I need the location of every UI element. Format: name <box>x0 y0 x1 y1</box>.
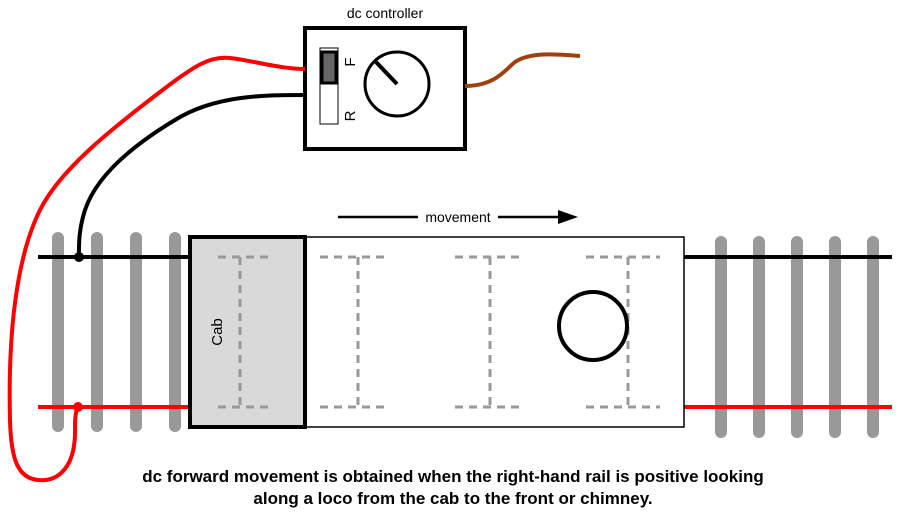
negative-wire <box>76 93 306 258</box>
right-rail-junction <box>73 402 83 412</box>
cab-box <box>188 235 307 429</box>
sleeper <box>91 232 103 432</box>
loco-body <box>304 236 685 428</box>
sleeper <box>791 236 803 438</box>
sleeper <box>829 236 841 438</box>
positive-wire <box>7 55 306 483</box>
sleepers-left <box>52 232 181 432</box>
reverse-label: R <box>342 110 359 121</box>
movement-arrow <box>338 210 578 224</box>
speed-dial-pointer <box>374 60 399 86</box>
sleepers-right <box>715 236 879 438</box>
arrowhead-icon <box>558 210 578 224</box>
controller-title: dc controller <box>347 5 424 21</box>
direction-switch-knob <box>320 50 338 85</box>
cab-label: Cab <box>209 318 226 346</box>
chimney-circle <box>557 290 629 362</box>
movement-label: movement <box>425 209 490 225</box>
caption: dc forward movement is obtained when the… <box>0 466 906 510</box>
sleeper <box>130 232 142 432</box>
sleeper <box>867 236 879 438</box>
sleeper <box>753 236 765 438</box>
left-rail-junction <box>74 252 84 262</box>
sleeper <box>715 236 727 438</box>
caption-line-1: dc forward movement is obtained when the… <box>142 467 764 486</box>
forward-label: F <box>342 57 359 66</box>
sleeper <box>169 232 181 432</box>
mains-lead <box>464 52 581 88</box>
caption-line-2: along a loco from the cab to the front o… <box>253 489 653 508</box>
sleeper <box>52 232 64 432</box>
